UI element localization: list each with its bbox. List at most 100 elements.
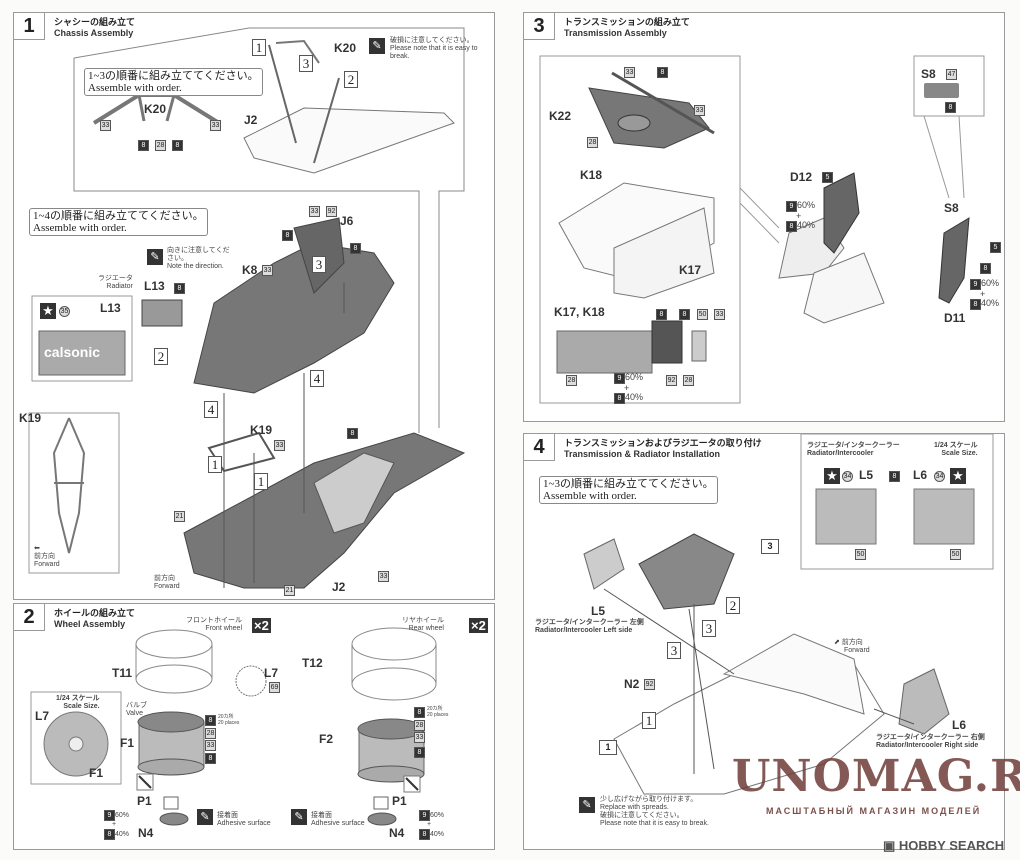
mix-b: 40% [797, 220, 816, 230]
part-l13: L13 [144, 279, 165, 293]
part-k19: K19 [250, 423, 273, 437]
wheel-drawing [30, 627, 437, 826]
color-28: 28 [155, 140, 166, 151]
mix-plus: + [624, 383, 630, 393]
front-qty-badge: ×2 [252, 618, 271, 633]
color-33: 33 [262, 265, 273, 276]
forward-ja: 前方向 [34, 553, 55, 560]
places-en: 20 places [218, 720, 240, 726]
places-ja: 20カ所 [427, 706, 443, 712]
color-50: 50 [697, 309, 708, 320]
color-8: 8 [174, 283, 185, 294]
caution-ja: 破損に注意してください。 [600, 812, 684, 819]
order-note-1-3: 1~3の順番に組み立ててください。Assemble with order. [84, 68, 263, 96]
color-33: 33 [100, 120, 111, 131]
color-92: 92 [644, 679, 655, 690]
seq-4: 4 [204, 401, 218, 418]
direction-en: Note the direction. [167, 263, 224, 270]
color-8: 8 [138, 140, 149, 151]
title-en: Transmission & Radiator Installation [564, 449, 721, 459]
title-ja: トランスミッションの組み立て [564, 17, 690, 27]
color-50: 50 [950, 549, 961, 560]
ref-step-3: 3 [761, 539, 779, 554]
color-33: 33 [714, 309, 725, 320]
scale-en: Scale Size. [941, 450, 978, 457]
direction-note: 向きに注意してください。Note the direction. [167, 247, 235, 271]
left-en: Radiator/Intercooler Left side [535, 627, 633, 634]
places-ja: 20カ所 [218, 714, 234, 720]
part-k8: K8 [242, 263, 258, 277]
order-ja: 1~3の順番に組み立ててください。 [88, 70, 259, 82]
places-en: 20 places [427, 712, 449, 718]
order-en: Assemble with order. [543, 490, 637, 502]
brand-text: HOBBY SEARCH [898, 838, 1005, 853]
color-35: 35 [59, 306, 70, 317]
valve-en: Valve [126, 710, 143, 717]
seq-3: 3 [312, 256, 326, 273]
order-note-1-4: 1~4の順番に組み立ててください。Assemble with order. [29, 208, 208, 236]
color-8: 8 [172, 140, 183, 151]
part-l5: L5 [591, 604, 606, 618]
color-5: 5 [822, 172, 833, 183]
color-33: 33 [274, 440, 285, 451]
color-28: 28 [683, 375, 694, 386]
seq-3: 3 [667, 642, 681, 659]
part-f2: F2 [319, 732, 334, 746]
seq-1: 1 [208, 456, 222, 473]
inset-en: Radiator/Intercooler [807, 450, 874, 457]
caution-en: Please note that it is easy to break. [600, 820, 709, 827]
forward-ja: 前方向 [154, 575, 175, 582]
color-8: 8 [205, 715, 216, 726]
rear-en: Rear wheel [408, 625, 444, 632]
mix-b: 40% [430, 831, 445, 838]
spread-ja: 少し広げながら取り付けます。 [600, 796, 698, 803]
decal-star-icon: ★ [824, 468, 840, 484]
part-k22: K22 [549, 109, 572, 123]
ref-step-1: 1 [599, 740, 617, 755]
color-8: 8 [656, 309, 667, 320]
decal-l13: L13 [100, 301, 121, 315]
color-8: 8 [786, 221, 797, 232]
order-ja: 1~4の順番に組み立ててください。 [33, 210, 204, 222]
caution-note: 破損に注意してください。Please note that it is easy … [390, 37, 485, 61]
color-28: 28 [566, 375, 577, 386]
color-33: 33 [205, 740, 216, 751]
color-9: 9 [419, 810, 430, 821]
forward-en: Forward [154, 583, 180, 590]
step2-number: 2 [14, 604, 45, 631]
color-21: 21 [174, 511, 185, 522]
order-en: Assemble with order. [33, 222, 127, 234]
adhesive-icon: ✎ [197, 809, 213, 825]
transmission-drawing [539, 55, 985, 404]
right-ja: ラジエータ/インタークーラー 右側 [876, 734, 985, 741]
color-28: 28 [205, 728, 216, 739]
watermark: UNOMAG.RU [732, 751, 1020, 802]
color-8: 8 [282, 230, 293, 241]
spread-note: 少し広げながら取り付けます。Replace with spreads.破損に注意… [600, 796, 709, 828]
mix-plus: + [112, 821, 117, 828]
seq-2: 2 [344, 71, 358, 88]
order-note: 1~3の順番に組み立ててください。Assemble with order. [539, 476, 718, 504]
part-k17: K17 [679, 263, 702, 277]
rear-qty-badge: ×2 [469, 618, 488, 633]
rear-ja: リヤホイール [402, 617, 444, 624]
color-92: 92 [666, 375, 677, 386]
watermark-sub: МАСШТАБНЫЙ МАГАЗИН МОДЕЛЕЙ [766, 806, 982, 816]
part-p1: P1 [137, 794, 152, 808]
scale-ja: 1/24 スケール [56, 695, 100, 702]
mix-a: 60% [797, 200, 816, 210]
part-l7: L7 [264, 666, 279, 680]
mix-a: 60% [430, 812, 445, 819]
color-8: 8 [104, 829, 115, 840]
